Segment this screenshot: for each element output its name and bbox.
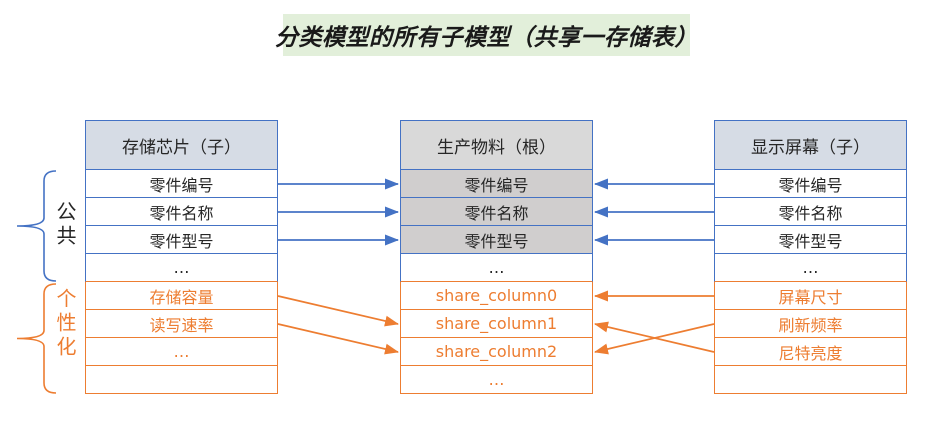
connector-storage-chip.5-to-root.6: [277, 323, 399, 355]
table-row: 存储容量: [85, 282, 278, 310]
table-row: 零件型号: [400, 226, 593, 254]
table-row: [714, 366, 907, 394]
table-row: 零件型号: [85, 226, 278, 254]
group-brace-personalized: [16, 283, 57, 394]
connector-display-screen.5-to-root.6: [594, 323, 715, 355]
group-label-personalized: 个性化: [53, 288, 77, 360]
table-row: …: [400, 366, 593, 394]
connector-display-screen.6-to-root.5: [594, 321, 715, 353]
table-row: 读写速率: [85, 310, 278, 338]
table-row: 零件编号: [400, 170, 593, 198]
table-row: share_column0: [400, 282, 593, 310]
table-row: 零件名称: [400, 198, 593, 226]
group-label-common: 公共: [53, 201, 77, 249]
group-brace-common: [16, 170, 57, 282]
table-row: …: [85, 254, 278, 282]
table-row: share_column1: [400, 310, 593, 338]
brace-layer: [16, 170, 57, 394]
table-row: 屏幕尺寸: [714, 282, 907, 310]
table-row: 尼特亮度: [714, 338, 907, 366]
diagram-title: 分类模型的所有子模型（共享一存储表）: [275, 14, 698, 56]
table-header-display-screen: 显示屏幕（子）: [714, 120, 907, 170]
table-header-root: 生产物料（根）: [400, 120, 593, 170]
table-row: …: [400, 254, 593, 282]
table-row: 刷新频率: [714, 310, 907, 338]
table-display-screen: 显示屏幕（子）零件编号零件名称零件型号…屏幕尺寸刷新频率尼特亮度: [714, 120, 907, 394]
table-row: 零件名称: [714, 198, 907, 226]
table-row: …: [714, 254, 907, 282]
table-header-storage-chip: 存储芯片（子）: [85, 120, 278, 170]
table-row: share_column2: [400, 338, 593, 366]
table-row: …: [85, 338, 278, 366]
table-row: 零件型号: [714, 226, 907, 254]
table-row: 零件名称: [85, 198, 278, 226]
table-row: 零件编号: [85, 170, 278, 198]
table-row: 零件编号: [714, 170, 907, 198]
table-storage-chip: 存储芯片（子）零件编号零件名称零件型号…存储容量读写速率…: [85, 120, 278, 394]
table-row: [85, 366, 278, 394]
connector-storage-chip.4-to-root.5: [277, 295, 399, 327]
